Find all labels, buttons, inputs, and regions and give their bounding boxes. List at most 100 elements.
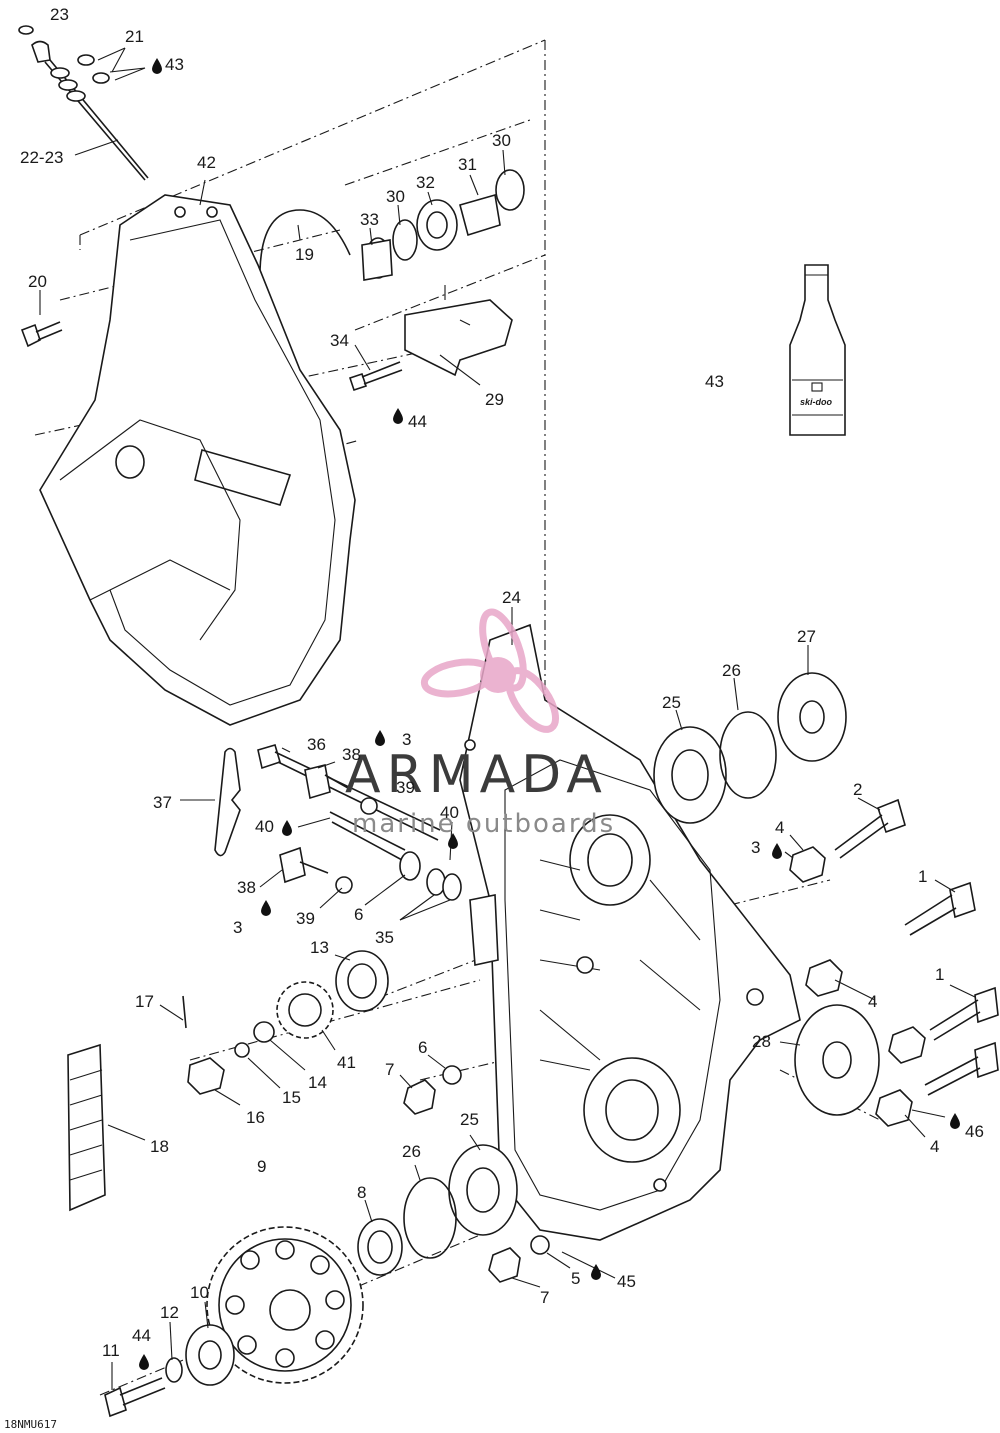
nut-4-upper: [789, 846, 826, 883]
nut-7-upper: [403, 1079, 436, 1115]
circlip-26-lower: [403, 1177, 457, 1259]
callout-label: 7: [385, 1060, 394, 1079]
callout-label: 3: [233, 918, 242, 937]
oil-drop-icon: [375, 730, 385, 746]
callout-label: 33: [360, 210, 379, 229]
sprocket-41: [276, 981, 334, 1039]
callout-label: 29: [485, 390, 504, 409]
washer-39-upper: [360, 797, 378, 815]
lubricant-drop-icons: [139, 58, 960, 1370]
bearing-25-lower: [448, 1144, 518, 1236]
callout-label: 1: [935, 965, 944, 984]
bearing-8: [357, 1218, 403, 1276]
bearing-10: [185, 1324, 235, 1386]
bracket-29: [404, 285, 513, 377]
ring-35-b: [442, 873, 462, 901]
callout-label: 17: [135, 992, 154, 1011]
bolt-34: [348, 361, 403, 392]
callout-label: 40: [255, 817, 274, 836]
bolt-11: [104, 1377, 166, 1418]
washer-15: [234, 1042, 250, 1058]
callout-label: 18: [150, 1137, 169, 1156]
callout-label: 4: [868, 992, 877, 1011]
callout-label: 6: [354, 905, 363, 924]
callout-label: 39: [396, 778, 415, 797]
oil-drop-icon: [139, 1354, 149, 1370]
adjuster-bolt-40: [329, 811, 421, 881]
bearing-25-upper: [653, 726, 727, 824]
spacer-38-upper: [304, 764, 349, 800]
watermark-tagline: marine outboards: [352, 809, 615, 839]
oil-bottle: ski-doo: [789, 264, 846, 436]
chaincase-housing: [459, 623, 801, 1241]
bearing-stack-upper: [361, 169, 525, 281]
washer-14: [253, 1021, 275, 1043]
callout-label: 10: [190, 1283, 209, 1302]
callout-leader-lines: [39, 47, 976, 1390]
callout-label: 9: [257, 1157, 266, 1176]
callout-label: 28: [752, 1032, 771, 1051]
washer-5: [530, 1235, 550, 1255]
oil-drop-icon: [950, 1113, 960, 1129]
callout-label: 27: [797, 627, 816, 646]
nut-4-mid-a: [805, 959, 843, 997]
callout-label: 44: [132, 1326, 151, 1345]
callout-label: 23: [50, 5, 69, 24]
callout-label: 14: [308, 1073, 327, 1092]
screw-20: [20, 321, 63, 348]
callout-label: 20: [28, 272, 47, 291]
callout-label: 1: [918, 867, 927, 886]
callout-label: 36: [307, 735, 326, 754]
circlip-26-upper: [719, 711, 777, 799]
callout-label: 25: [662, 693, 681, 712]
callout-label: 13: [310, 938, 329, 957]
nut-16: [187, 1057, 225, 1095]
callout-label: 39: [296, 909, 315, 928]
oil-drop-icon: [772, 843, 782, 859]
shaft-36: [257, 744, 441, 841]
washer-27: [777, 672, 847, 762]
callout-label: 43: [165, 55, 184, 74]
oil-drop-icon: [448, 833, 458, 849]
bolt-3rd: [924, 1041, 999, 1096]
callout-label: 22-23: [20, 148, 63, 167]
callout-label: 15: [282, 1088, 301, 1107]
callout-label: 3: [751, 838, 760, 857]
bolt-1-lower: [929, 986, 999, 1041]
callout-label: 38: [237, 878, 256, 897]
washer-28: [794, 1004, 880, 1116]
seal-strip: [259, 209, 351, 271]
callout-label: 30: [386, 187, 405, 206]
nut-4-mid-b: [888, 1026, 926, 1064]
bearing-13: [335, 950, 389, 1012]
callout-label: 43: [705, 372, 724, 391]
dipstick-assembly: [18, 25, 149, 181]
callout-label: 3: [402, 730, 411, 749]
sprocket-9: [206, 1226, 364, 1384]
callout-label: 5: [571, 1269, 580, 1288]
callout-label: 30: [492, 131, 511, 150]
nut-4-lower: [875, 1089, 913, 1127]
oil-drop-icon: [282, 820, 292, 836]
oil-drop-icon: [152, 58, 162, 74]
callout-label: 38: [342, 745, 361, 764]
bolt-2: [834, 798, 906, 859]
oil-drop-icon: [261, 900, 271, 916]
bolt-1-upper: [904, 881, 976, 936]
callout-label: 16: [246, 1108, 265, 1127]
callout-label: 35: [375, 928, 394, 947]
callout-label: 4: [930, 1137, 939, 1156]
callout-label: 41: [337, 1053, 356, 1072]
callout-label: 31: [458, 155, 477, 174]
callout-label: 40: [440, 803, 459, 822]
washer-6-lower: [442, 1065, 462, 1085]
callout-label: 19: [295, 245, 314, 264]
callout-label: 11: [102, 1341, 120, 1360]
propeller-logo-icon: [420, 608, 559, 733]
callout-label: 45: [617, 1272, 636, 1291]
callout-label: 46: [965, 1122, 984, 1141]
chaincase-cover: [39, 194, 356, 726]
callout-label: 26: [402, 1142, 421, 1161]
drawing-code: 18NMU617: [4, 1418, 57, 1431]
